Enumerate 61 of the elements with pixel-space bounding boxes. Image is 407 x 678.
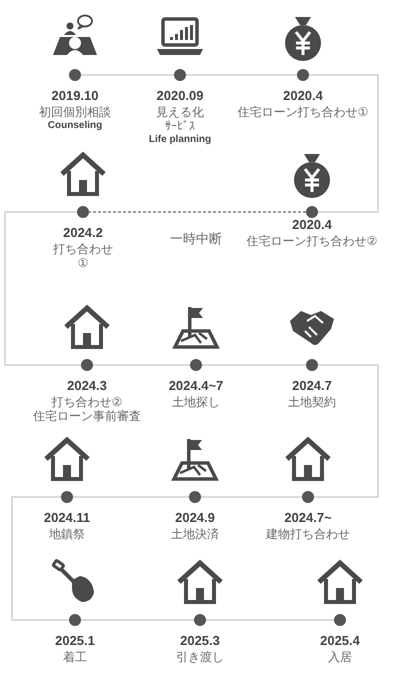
timeline-line <box>201 496 302 498</box>
node-label: ① <box>78 256 88 270</box>
timeline-dot <box>77 206 89 218</box>
node-label: 住宅ローン事前審査 <box>33 409 141 423</box>
node-label: ｻｰﾋﾞｽ <box>165 119 195 133</box>
timeline-line <box>81 74 174 76</box>
node-label: 住宅ローン打ち合わせ② <box>246 234 378 248</box>
timeline-dot <box>297 69 309 81</box>
node-label: 入居 <box>328 650 352 664</box>
timeline-line <box>4 211 81 366</box>
node-label: 地鎮祭 <box>49 527 85 541</box>
timeline-dot <box>302 491 314 503</box>
node-label: 引き渡し <box>176 650 224 664</box>
date-label: 2024.7 <box>292 379 332 393</box>
node-label: 着工 <box>63 650 87 664</box>
node-label: 土地契約 <box>288 395 336 409</box>
node-label: Counseling <box>48 119 102 133</box>
timeline-dot <box>81 359 93 371</box>
node-label: 建物打ち合わせ <box>266 527 350 541</box>
node-label: 打ち合わせ <box>53 242 113 256</box>
timeline-dot <box>189 491 201 503</box>
timeline-line <box>206 619 334 621</box>
node-label: 住宅ローン打ち合わせ① <box>238 105 368 119</box>
node-label: 初回個別相談 <box>39 105 111 119</box>
date-label: 2020.4 <box>292 218 332 232</box>
date-label: 2020.09 <box>156 89 204 103</box>
date-label: 2024.9 <box>175 511 215 525</box>
timeline-dot <box>306 206 318 218</box>
node-label: 土地決済 <box>171 527 219 541</box>
date-label: 2024.3 <box>67 379 107 393</box>
timeline-dot <box>306 359 318 371</box>
timeline-line <box>89 211 306 213</box>
edge-label: 一時中断 <box>170 233 222 247</box>
date-label: 2025.3 <box>180 634 220 648</box>
timeline-dot <box>190 359 202 371</box>
timeline-line <box>202 364 306 366</box>
date-label: 2025.4 <box>320 634 360 648</box>
timeline-line <box>309 74 379 213</box>
node-label: 見える化 <box>156 105 204 119</box>
timeline-dot <box>69 614 81 626</box>
date-label: 2024.4~7 <box>168 379 224 393</box>
date-label: 2020.4 <box>283 89 323 103</box>
timeline-line <box>186 74 297 76</box>
date-label: 2019.10 <box>52 89 98 103</box>
timeline-dot <box>334 614 346 626</box>
date-label: 2024.7~ <box>284 511 332 525</box>
date-label: 2024.2 <box>63 226 103 240</box>
node-label: 打ち合わせ② <box>52 395 122 409</box>
timeline-dot <box>174 69 186 81</box>
node-label: 土地探し <box>172 395 220 409</box>
timeline-line <box>93 364 190 366</box>
timeline-line <box>314 364 379 498</box>
timeline-dot <box>61 491 73 503</box>
node-label: Life planning <box>148 133 212 147</box>
timeline-line <box>73 496 189 498</box>
date-label: 2024.11 <box>44 511 90 525</box>
timeline-dot <box>69 69 81 81</box>
timeline-dot <box>194 614 206 626</box>
date-label: 2025.1 <box>55 634 95 648</box>
timeline-line <box>81 619 194 621</box>
timeline-line <box>11 496 69 621</box>
